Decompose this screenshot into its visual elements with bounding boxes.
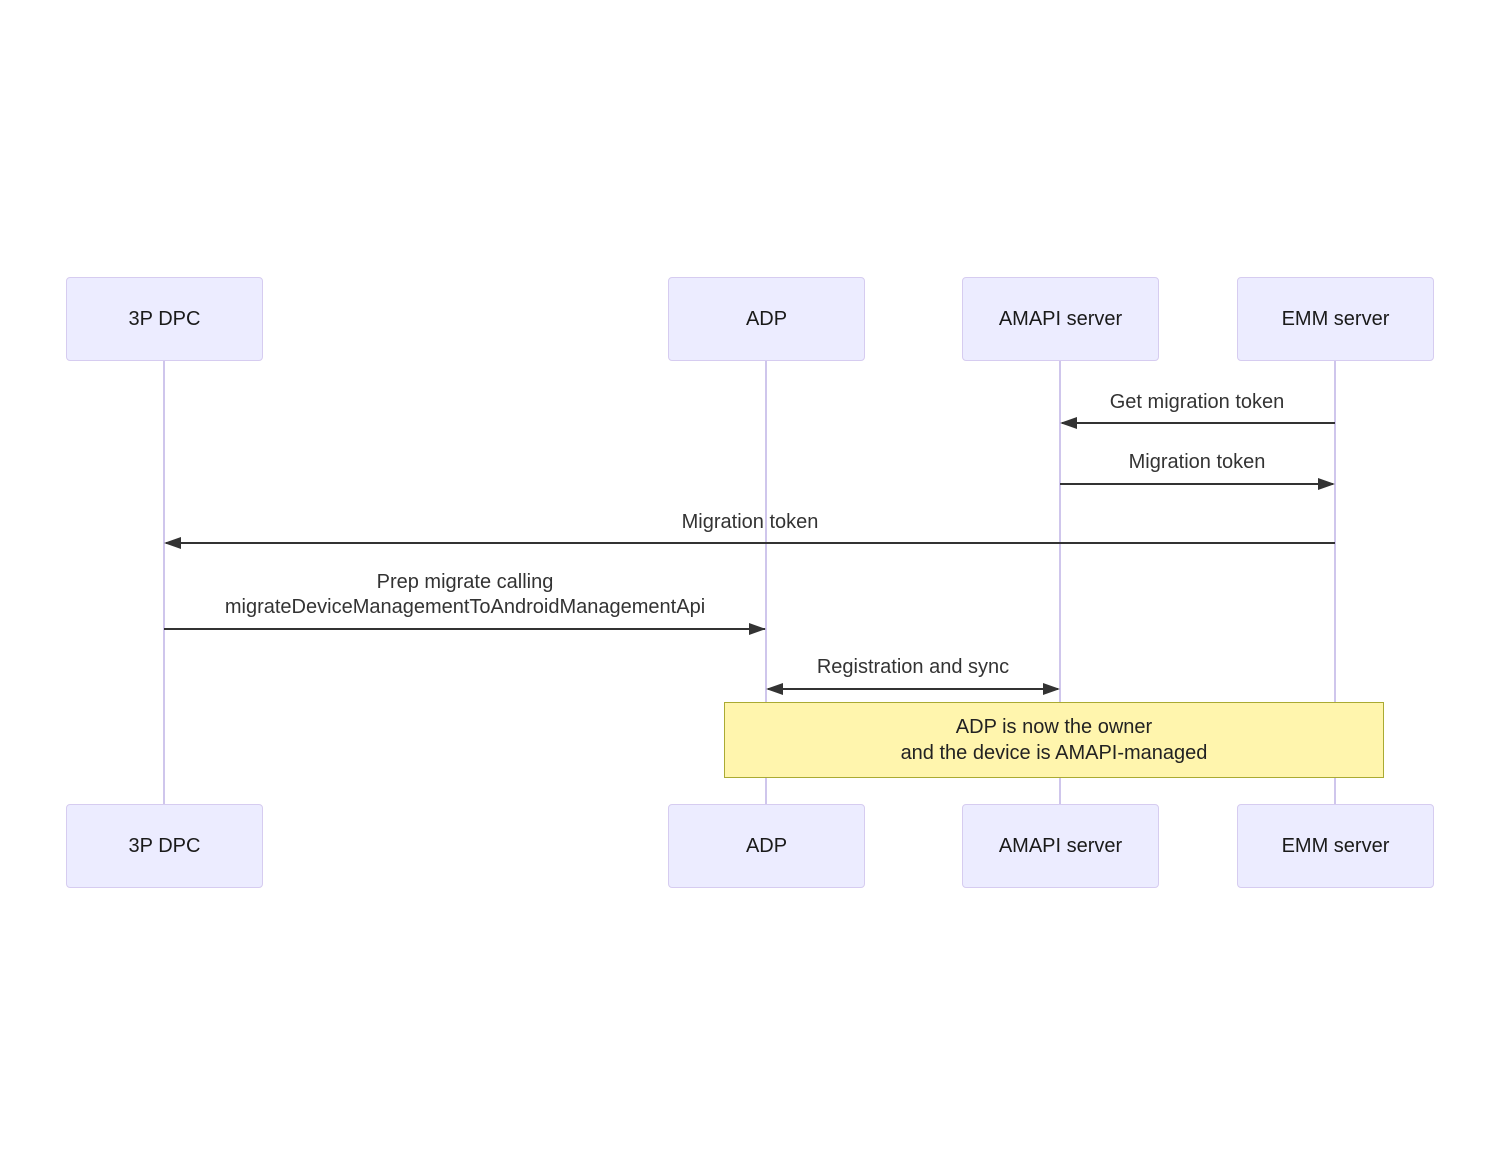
message-label-get-migration-token: Get migration token — [1110, 390, 1285, 415]
lifeline-emm-server — [1334, 361, 1336, 805]
arrowhead-left-icon — [766, 683, 783, 695]
actor-top-amapi-server: AMAPI server — [962, 277, 1159, 361]
note-adp-owner: ADP is now the owner and the device is A… — [724, 702, 1384, 778]
lifeline-amapi-server — [1059, 361, 1061, 805]
arrowhead-right-icon — [749, 623, 766, 635]
actor-top-adp: ADP — [668, 277, 865, 361]
arrowhead-right-icon — [1318, 478, 1335, 490]
actor-label: AMAPI server — [998, 307, 1123, 330]
message-label-registration-and-sync: Registration and sync — [817, 655, 1009, 680]
message-arrow-migration-token-2 — [166, 542, 1335, 544]
actor-bottom-emm-server: EMM server — [1237, 804, 1434, 888]
arrowhead-left-icon — [164, 537, 181, 549]
actor-top-3p-dpc: 3P DPC — [66, 277, 263, 361]
actor-bottom-3p-dpc: 3P DPC — [66, 804, 263, 888]
actor-label: EMM server — [1281, 307, 1390, 330]
actor-label: 3P DPC — [128, 834, 201, 857]
actor-label: 3P DPC — [128, 307, 201, 330]
message-label-migration-token-1: Migration token — [1129, 450, 1266, 475]
message-arrow-get-migration-token — [1062, 422, 1335, 424]
message-text-line-2: migrateDeviceManagementToAndroidManageme… — [224, 596, 706, 618]
message-text: Registration and sync — [816, 656, 1010, 678]
lifeline-adp — [765, 361, 767, 805]
message-arrow-migration-token-1 — [1060, 483, 1333, 485]
message-label-prep-migrate: Prep migrate calling migrateDeviceManage… — [225, 570, 705, 620]
actor-label: EMM server — [1281, 834, 1390, 857]
actor-label: AMAPI server — [998, 834, 1123, 857]
message-arrow-registration-and-sync — [768, 688, 1058, 690]
message-text-line-1: Prep migrate calling — [376, 571, 554, 593]
message-label-migration-token-2: Migration token — [682, 510, 819, 535]
actor-label: ADP — [745, 834, 788, 857]
note-text-line-2: and the device is AMAPI-managed — [900, 742, 1208, 764]
actor-bottom-adp: ADP — [668, 804, 865, 888]
arrowhead-right-icon — [1043, 683, 1060, 695]
lifeline-3p-dpc — [163, 361, 165, 805]
actor-label: ADP — [745, 307, 788, 330]
actor-top-emm-server: EMM server — [1237, 277, 1434, 361]
note-text-line-1: ADP is now the owner — [955, 716, 1153, 738]
actor-bottom-amapi-server: AMAPI server — [962, 804, 1159, 888]
message-text: Migration token — [1128, 451, 1266, 473]
message-text: Migration token — [681, 511, 819, 533]
message-text: Get migration token — [1109, 391, 1285, 413]
arrowhead-left-icon — [1060, 417, 1077, 429]
message-arrow-prep-migrate — [164, 628, 765, 630]
